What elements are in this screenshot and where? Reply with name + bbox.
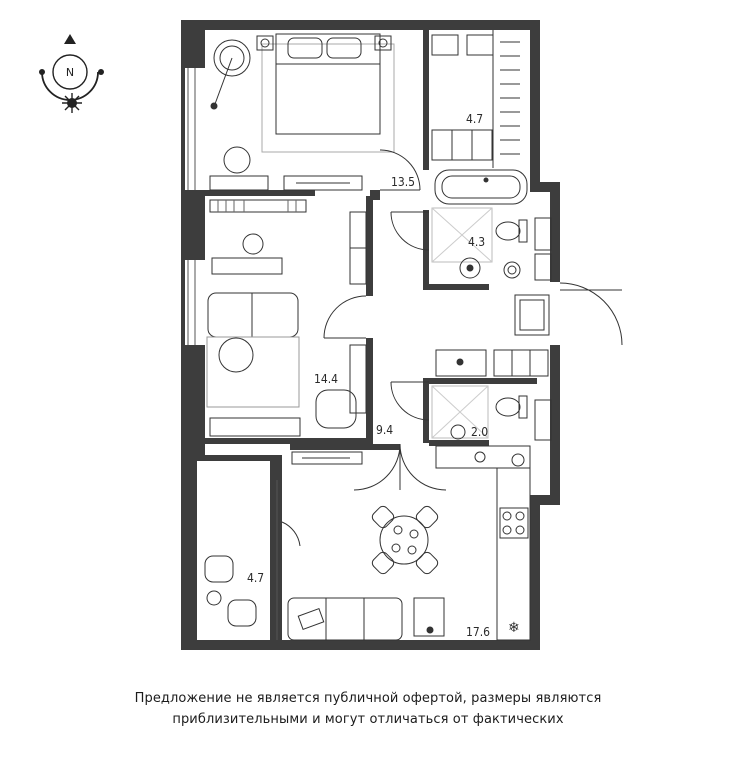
dishes-icon bbox=[474, 451, 486, 463]
sofa-pillow bbox=[297, 608, 325, 630]
nightstand bbox=[256, 35, 274, 51]
bottom-shelf bbox=[209, 417, 301, 437]
coffee-table bbox=[413, 597, 445, 637]
room-area-wardrobe: 4.7 bbox=[466, 112, 483, 126]
armchair bbox=[213, 39, 251, 77]
hallway bbox=[353, 349, 549, 491]
entrance bbox=[514, 282, 623, 346]
balcony-armchair bbox=[227, 599, 257, 627]
room-area-kitchen-living: 17.6 bbox=[466, 625, 490, 639]
toilet-icon-2 bbox=[495, 395, 528, 419]
room-area-bathroom: 4.3 bbox=[468, 235, 485, 249]
kitchen-top-counter bbox=[435, 445, 531, 469]
stove-icon bbox=[499, 507, 529, 539]
room-area-hallway: 9.4 bbox=[376, 423, 393, 437]
tile-floor-2 bbox=[431, 385, 489, 439]
room-area-toilet: 2.0 bbox=[471, 425, 488, 439]
bathtub bbox=[434, 169, 528, 205]
balcony bbox=[204, 521, 301, 627]
sofa bbox=[287, 597, 403, 641]
bookshelf bbox=[209, 199, 307, 213]
balcony-table bbox=[206, 590, 222, 606]
windows bbox=[187, 68, 278, 640]
balcony-door bbox=[281, 521, 301, 547]
disclaimer-line-1: Предложение не является публичной оферто… bbox=[134, 691, 602, 706]
tv-unit bbox=[291, 451, 363, 465]
compass: N bbox=[39, 34, 104, 113]
kitchen-sink bbox=[511, 453, 525, 467]
compass-north-label: N bbox=[66, 66, 74, 79]
fridge-snowflake-icon: ❄ bbox=[508, 620, 520, 636]
dresser bbox=[209, 175, 269, 191]
toilet-room bbox=[390, 381, 552, 441]
hall-shelves bbox=[493, 349, 549, 377]
nightstand bbox=[374, 35, 392, 51]
shoe-cabinet bbox=[514, 294, 550, 336]
washing-machine bbox=[503, 261, 521, 279]
round-chair bbox=[223, 146, 251, 174]
sunset-dot bbox=[98, 69, 104, 75]
room-area-bedroom-2: 14.4 bbox=[314, 372, 338, 386]
kitchen-living: ❄ bbox=[287, 445, 531, 641]
disclaimer-line-2: приблизительными и могут отличаться от ф… bbox=[172, 712, 564, 727]
rug-2 bbox=[206, 336, 300, 408]
cabinet-lower bbox=[349, 344, 367, 414]
hangers bbox=[500, 41, 520, 155]
walls bbox=[181, 20, 560, 650]
tv-stand bbox=[283, 175, 363, 191]
room-area-balcony: 4.7 bbox=[247, 571, 264, 585]
wardrobe bbox=[431, 30, 520, 168]
bedroom-2 bbox=[206, 199, 367, 437]
sun-rays-icon bbox=[62, 93, 82, 113]
hall-sink-cabinet bbox=[435, 349, 487, 377]
bed bbox=[207, 292, 299, 338]
bedroom-1 bbox=[209, 33, 421, 191]
entrance-door bbox=[559, 282, 623, 346]
washbasin bbox=[459, 257, 481, 279]
sunrise-dot bbox=[39, 69, 45, 75]
kitchen-counter bbox=[496, 467, 531, 641]
rug bbox=[261, 43, 395, 153]
small-sink bbox=[450, 424, 466, 440]
shirts-shelf bbox=[431, 129, 493, 161]
lounge-chair bbox=[315, 389, 357, 429]
dining-set bbox=[371, 505, 439, 575]
desk-chair bbox=[242, 233, 264, 255]
desk bbox=[211, 257, 283, 275]
balcony-armchair bbox=[204, 555, 234, 583]
compass-arrow-icon bbox=[64, 34, 76, 44]
compass-circle bbox=[52, 54, 88, 90]
room-area-bedroom-1: 13.5 bbox=[391, 175, 415, 189]
bathroom bbox=[390, 169, 552, 281]
double-bed bbox=[275, 33, 381, 135]
toilet-icon bbox=[495, 219, 528, 243]
round-table bbox=[218, 337, 254, 373]
